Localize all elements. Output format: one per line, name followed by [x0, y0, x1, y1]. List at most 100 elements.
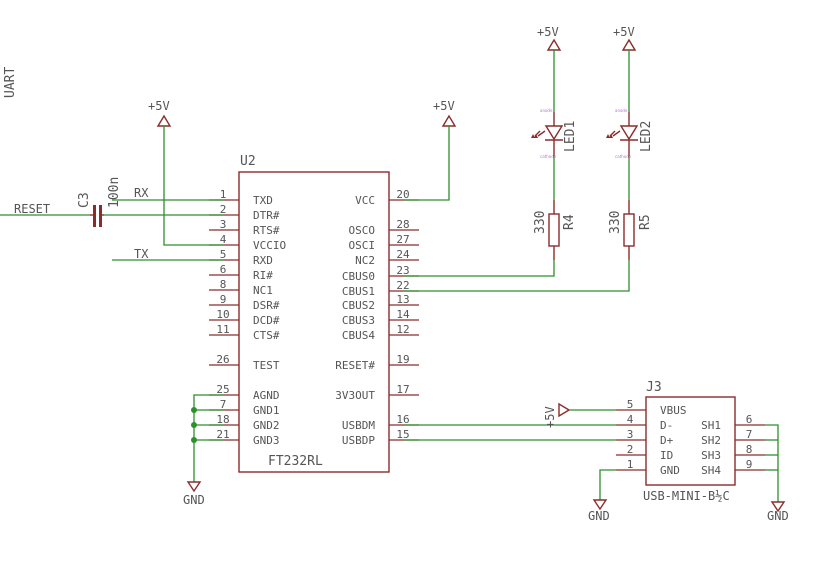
j3-left-pin-number: 5 — [627, 398, 634, 411]
u2-left-pin-number: 2 — [220, 203, 227, 216]
u2-left-pin-number: 25 — [216, 383, 229, 396]
gnd-label-j3: GND — [588, 509, 610, 523]
net-label-reset: RESET — [14, 202, 50, 216]
r4-ref: R4 — [562, 214, 577, 230]
u2-right-pin-number: 20 — [396, 188, 409, 201]
vcc-symbol-vcc: +5V — [433, 99, 457, 127]
u2-right-pin-name: USBDM — [342, 419, 375, 432]
gnd-symbol-shield: GND — [767, 501, 789, 523]
wire-j3-gnd — [599, 469, 616, 500]
vcc-label-vcc: +5V — [433, 99, 455, 113]
j3-right-pin-name: SH3 — [701, 449, 721, 462]
j3-left-pin-name: VBUS — [660, 404, 687, 417]
gnd-symbol-u2: GND — [183, 481, 205, 507]
u2-left-pin-number: 26 — [216, 353, 229, 366]
u2-left-pin-number: 8 — [220, 278, 227, 291]
u2-left-pin-name: GND2 — [253, 419, 280, 432]
svg-text:anode: anode — [615, 108, 628, 113]
u2-left-pin-name: TEST — [253, 359, 280, 372]
u2-right-pin-number: 15 — [396, 428, 409, 441]
u2-right-pin-name: RESET# — [335, 359, 375, 372]
j3-value: USB-MINI-B½C — [643, 489, 730, 503]
u2-right-pin-name: VCC — [355, 194, 375, 207]
u2-ref: U2 — [240, 154, 256, 169]
sheet-label: UART — [3, 67, 18, 98]
wire-cbus0 — [404, 260, 555, 277]
vcc-label-vbus: +5V — [543, 406, 557, 428]
vcc-label-vccio: +5V — [148, 99, 170, 113]
u2-left-pin-number: 5 — [220, 248, 227, 261]
gnd-label-u2: GND — [183, 493, 205, 507]
u2-right-pins: 20VCC28OSCO27OSCI24NC223CBUS022CBUS113CB… — [335, 188, 419, 447]
c3-capacitor: C3 100n — [77, 177, 122, 227]
j3-right-pin-number: 6 — [746, 413, 753, 426]
u2-left-pin-name: RXD — [253, 254, 273, 267]
u2-right-pin-name: CBUS0 — [342, 270, 375, 283]
u2-right-pin-name: CBUS4 — [342, 329, 375, 342]
junction — [191, 422, 197, 428]
u2-left-pin-name: RI# — [253, 269, 273, 282]
u2-right-pin-number: 28 — [396, 218, 409, 231]
u2-left-pin-number: 10 — [216, 308, 229, 321]
u2-value: FT232RL — [268, 454, 323, 469]
u2-left-pin-name: DCD# — [253, 314, 280, 327]
j3-left-pin-number: 2 — [627, 443, 634, 456]
led2: anode cathode LED2 — [606, 108, 654, 159]
j3-left-pin-name: D- — [660, 419, 673, 432]
u2-left-pin-name: NC1 — [253, 284, 273, 297]
j3-left-pin-name: GND — [660, 464, 680, 477]
j3-ref: J3 — [646, 380, 662, 395]
j3-left-pin-number: 4 — [627, 413, 634, 426]
gnd-symbol-j3: GND — [588, 499, 610, 523]
u2-right-pin-name: CBUS1 — [342, 285, 375, 298]
u2-right-pin-name: 3V3OUT — [335, 389, 375, 402]
r5-ref: R5 — [638, 214, 653, 230]
u2-right-pin-name: USBDP — [342, 434, 375, 447]
u2-right-pin-number: 19 — [396, 353, 409, 366]
u2-right-pin-number: 13 — [396, 293, 409, 306]
junction — [191, 437, 197, 443]
u2-left-pin-number: 6 — [220, 263, 227, 276]
u2-right-pin-name: CBUS3 — [342, 314, 375, 327]
wire-agnd — [193, 394, 224, 482]
wire-shield-bus — [765, 424, 779, 502]
u2-left-pin-name: DTR# — [253, 209, 280, 222]
u2-left-pin-name: GND1 — [253, 404, 280, 417]
wire-vccio — [163, 126, 224, 246]
u2-right-pin-number: 22 — [396, 279, 409, 292]
u2-left-pin-number: 3 — [220, 218, 227, 231]
u2-right-pin-name: OSCO — [349, 224, 376, 237]
wire-vcc — [404, 126, 450, 201]
junction — [191, 407, 197, 413]
r4-resistor: 330 R4 — [533, 200, 577, 260]
u2-left-pin-number: 9 — [220, 293, 227, 306]
u2-right-pin-name: CBUS2 — [342, 299, 375, 312]
led1: anode cathode LED1 — [531, 108, 578, 159]
r4-value: 330 — [533, 211, 548, 234]
net-label-tx: TX — [134, 247, 149, 261]
vcc-label-led1: +5V — [537, 25, 559, 39]
wire-cbus1 — [404, 260, 630, 292]
svg-text:cathode: cathode — [615, 154, 632, 159]
j3-right-pin-number: 7 — [746, 428, 753, 441]
u2-left-pin-name: TXD — [253, 194, 273, 207]
svg-text:anode: anode — [540, 108, 553, 113]
u2-left-pin-name: RTS# — [253, 224, 280, 237]
u2-right-pin-number: 16 — [396, 413, 409, 426]
u2-body — [238, 171, 390, 473]
u2-right-pin-number: 27 — [396, 233, 409, 246]
u2-right-pin-number: 14 — [396, 308, 410, 321]
u2-left-pin-name: GND3 — [253, 434, 280, 447]
u2-left-pin-name: DSR# — [253, 299, 280, 312]
led1-ref: LED1 — [563, 121, 578, 152]
j3-right-pin-name: SH1 — [701, 419, 721, 432]
r5-value: 330 — [608, 211, 623, 234]
vcc-label-led2: +5V — [613, 25, 635, 39]
led2-ref: LED2 — [639, 121, 654, 152]
j3-left-pin-number: 3 — [627, 428, 634, 441]
gnd-label-shield: GND — [767, 509, 789, 523]
r5-resistor: 330 R5 — [608, 200, 653, 260]
